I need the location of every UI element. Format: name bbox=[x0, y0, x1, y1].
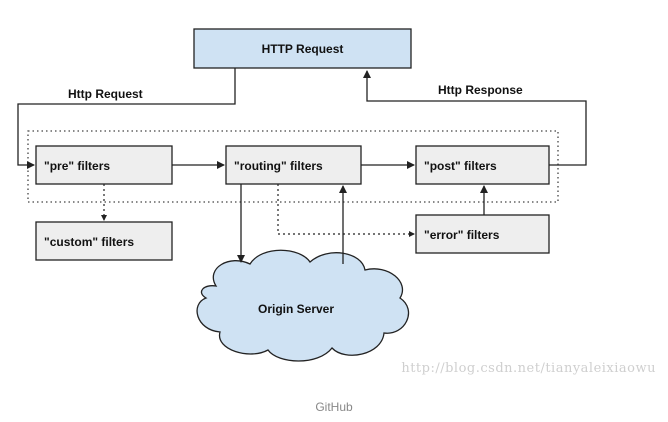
post-filters-label: "post" filters bbox=[424, 159, 497, 173]
origin-server-label: Origin Server bbox=[258, 302, 334, 316]
http-request-label: HTTP Request bbox=[262, 42, 344, 56]
error-filters-node: "error" filters bbox=[415, 214, 550, 254]
post-filters-node: "post" filters bbox=[415, 145, 550, 185]
http-request-node: HTTP Request bbox=[193, 28, 412, 69]
custom-filters-label: "custom" filters bbox=[44, 235, 134, 249]
pre-filters-box bbox=[35, 145, 173, 185]
error-filters-label: "error" filters bbox=[424, 228, 500, 242]
origin-server-node: Origin Server bbox=[196, 249, 410, 362]
origin-server-cloud bbox=[196, 249, 410, 362]
caption: GitHub bbox=[315, 400, 353, 414]
http-request-edge bbox=[17, 68, 236, 169]
http-request-box bbox=[193, 28, 412, 69]
routing-filters-label: "routing" filters bbox=[234, 159, 323, 173]
post-filters-box bbox=[415, 145, 550, 185]
pre-filters-label: "pre" filters bbox=[44, 159, 110, 173]
watermark: http://blog.csdn.net/tianyaleixiaowu bbox=[401, 361, 656, 376]
custom-filters-box bbox=[35, 221, 173, 261]
http-request-edge-label: Http Request bbox=[68, 87, 143, 101]
filter-flow-diagram: HTTP Request "pre" filters "routing" fil… bbox=[17, 28, 656, 376]
http-response-edge bbox=[363, 70, 587, 166]
http-response-edge-label: Http Response bbox=[438, 83, 523, 97]
routing-to-error-edge bbox=[277, 184, 415, 237]
routing-filters-node: "routing" filters bbox=[225, 145, 362, 185]
error-filters-box bbox=[415, 214, 550, 254]
custom-filters-node: "custom" filters bbox=[35, 221, 173, 261]
pre-filters-node: "pre" filters bbox=[35, 145, 173, 185]
